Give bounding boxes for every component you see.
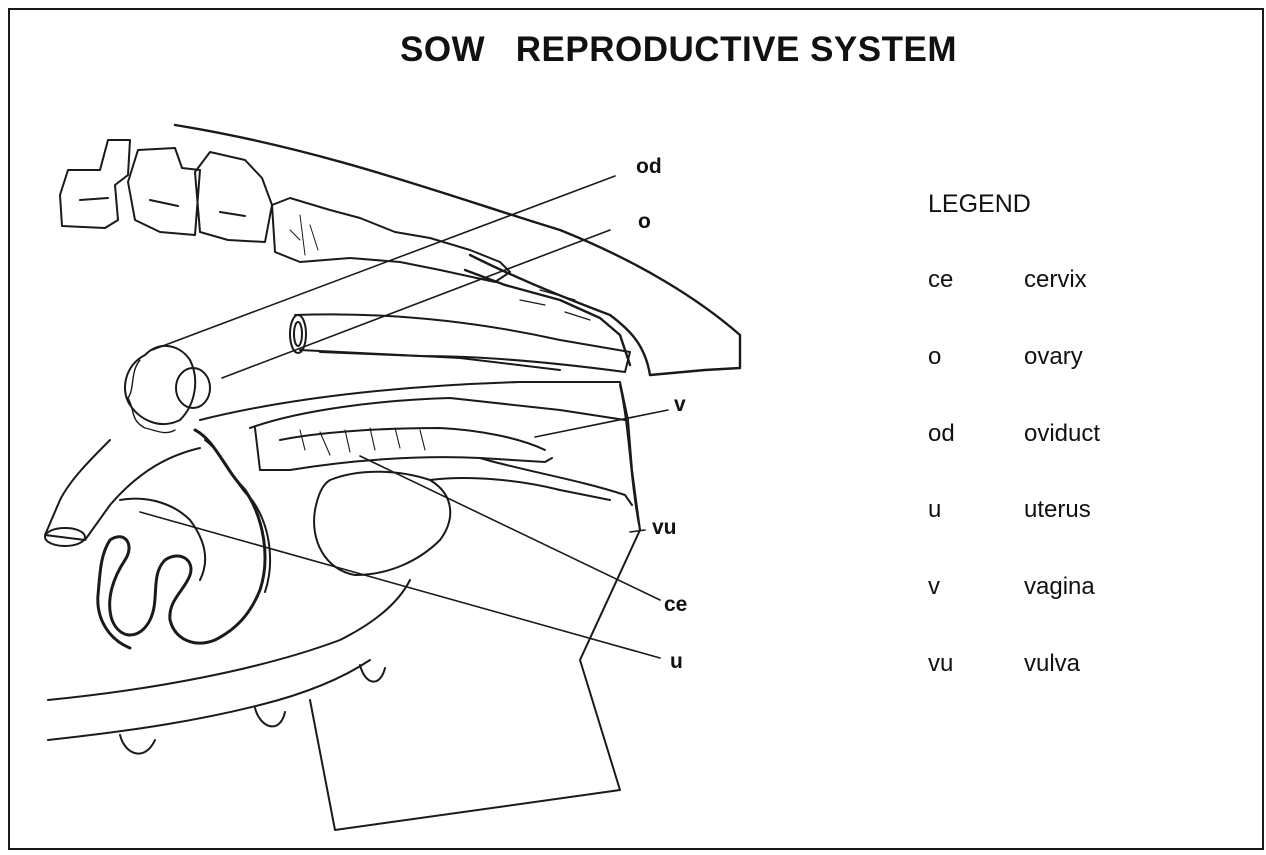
label-od: od xyxy=(636,155,662,179)
label-u: u xyxy=(670,650,683,674)
legend-term: vulva xyxy=(1024,650,1080,678)
uterus xyxy=(98,430,270,648)
legend-abbr: v xyxy=(928,573,940,601)
legend-heading: LEGEND xyxy=(928,190,1031,219)
label-vu: vu xyxy=(652,516,677,540)
rectum xyxy=(290,314,630,372)
legend-abbr: ce xyxy=(928,266,953,294)
legend-term: vagina xyxy=(1024,573,1095,601)
legend-item: v vagina xyxy=(928,573,1188,603)
legend-term: oviduct xyxy=(1024,420,1100,448)
legend-item: o ovary xyxy=(928,343,1188,373)
label-ce: ce xyxy=(664,593,687,617)
label-o: o xyxy=(638,210,651,234)
legend-item: u uterus xyxy=(928,496,1188,526)
belly-teats xyxy=(48,580,410,754)
legend-term: cervix xyxy=(1024,266,1087,294)
bladder xyxy=(314,472,610,575)
body-wall xyxy=(45,382,640,830)
legend-abbr: u xyxy=(928,496,941,524)
legend-abbr: o xyxy=(928,343,941,371)
ovary-oviduct xyxy=(125,346,210,433)
legend-term: ovary xyxy=(1024,343,1083,371)
legend-abbr: vu xyxy=(928,650,953,678)
legend-item: od oviduct xyxy=(928,420,1188,450)
label-v: v xyxy=(674,393,686,417)
leader-lines xyxy=(140,176,668,658)
vertebrae xyxy=(60,140,510,282)
legend-term: uterus xyxy=(1024,496,1091,524)
legend-item: ce cervix xyxy=(928,266,1188,296)
legend-abbr: od xyxy=(928,420,955,448)
legend-item: vu vulva xyxy=(928,650,1188,680)
